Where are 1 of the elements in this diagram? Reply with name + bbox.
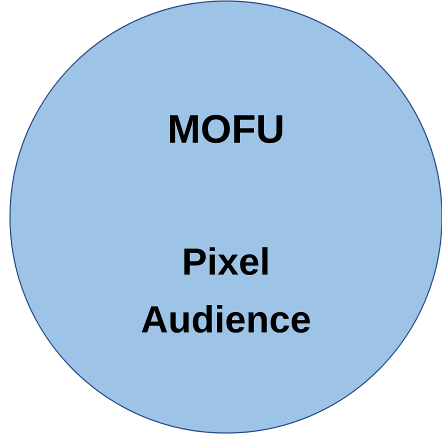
circle-node: MOFU Pixel Audience [9, 0, 442, 434]
